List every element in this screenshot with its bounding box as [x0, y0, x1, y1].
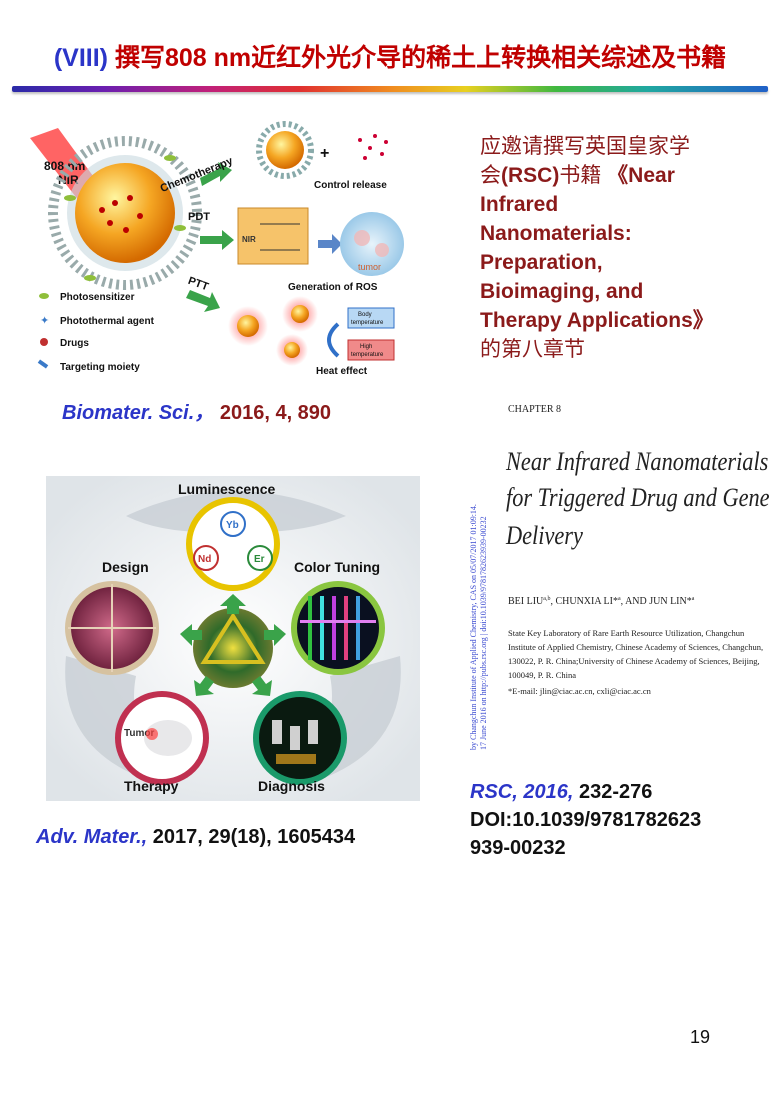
svg-text:Body: Body: [358, 312, 372, 318]
figure-nanoparticle-therapy: 808 nm NIR Chemotherapy + Control releas…: [30, 121, 404, 377]
color-tuning-circle: [291, 581, 385, 675]
legend-drugs: Drugs: [60, 338, 89, 349]
legend-photosensitizer: Photosensitizer: [60, 292, 135, 303]
chapter-page-scan: by Changchun Institute of Applied Chemis…: [462, 378, 772, 758]
svg-text:130022, P. R. China;University: 130022, P. R. China;University of Chines…: [508, 656, 760, 666]
svg-text:tumor: tumor: [358, 262, 381, 272]
label-generation-ros: Generation of ROS: [288, 282, 378, 293]
label-color-tuning: Color Tuning: [294, 559, 380, 575]
citation-adv-mater: Adv. Mater., 2017, 29(18), 1605434: [36, 826, 356, 848]
chapter-authors: BEI LIUa,b, CHUNXIA LI*a, AND JUN LIN*a: [508, 596, 695, 607]
side-note-2: 17 June 2016 on http://pubs.rsc.org | do…: [479, 516, 488, 750]
laser-label-2: NIR: [58, 173, 79, 187]
svg-text:High: High: [360, 344, 372, 350]
svg-text:100049, P. R. China: 100049, P. R. China: [508, 670, 576, 680]
title-prefix: (VIII): [53, 44, 109, 72]
citation-biomater: Biomater. Sci.， 2016, 4, 890: [62, 402, 332, 424]
figure-multifunction-ucnp: Luminescence Yb Nd Er Design Color Tunin…: [46, 476, 420, 801]
legend-targeting: Targeting moiety: [60, 362, 140, 373]
luminescence-circle: [186, 497, 280, 591]
svg-text:Yb: Yb: [226, 520, 239, 531]
polymer-shell: [48, 136, 202, 290]
chapter-title-3: Delivery: [505, 521, 583, 550]
svg-text:Nd: Nd: [198, 554, 211, 565]
label-pdt: PDT: [188, 211, 210, 223]
chapter-title-1: Near Infrared Nanomaterials: [505, 447, 768, 476]
svg-text:Tumor: Tumor: [124, 728, 154, 739]
label-heat-effect: Heat effect: [316, 366, 368, 377]
title-rule: [12, 86, 768, 92]
title-text: 撰写808 nm近红外光介导的稀土上转换相关综述及书籍: [114, 44, 727, 72]
label-design: Design: [102, 559, 149, 575]
page-title: (VIII) 撰写808 nm近红外光介导的稀土上转换相关综述及书籍: [0, 38, 780, 74]
svg-text:State Key Laboratory of Rare E: State Key Laboratory of Rare Earth Resou…: [508, 628, 745, 638]
svg-text:temperature: temperature: [351, 320, 384, 326]
label-diagnosis: Diagnosis: [258, 778, 325, 794]
pdt-diagram: [237, 207, 309, 265]
svg-text:✦: ✦: [40, 315, 49, 327]
side-note-1: by Changchun Institute of Applied Chemis…: [469, 504, 478, 750]
svg-text:Er: Er: [254, 554, 265, 565]
invitation-text: 应邀请撰写英国皇家学 会(RSC)书籍 《Near Infrared Nanom…: [480, 134, 714, 361]
label-therapy: Therapy: [124, 778, 179, 794]
legend-photothermal: Photothermal agent: [60, 316, 155, 327]
center-particle: [193, 608, 273, 688]
tumor-cell: [340, 212, 404, 276]
svg-text:temperature: temperature: [351, 352, 384, 358]
label-control-release: Control release: [314, 180, 387, 191]
svg-text:NIR: NIR: [242, 235, 256, 244]
svg-text:*E-mail: jlin@ciac.ac.cn, cxli: *E-mail: jlin@ciac.ac.cn, cxli@ciac.ac.c…: [508, 686, 652, 696]
chapter-label: CHAPTER 8: [508, 404, 561, 415]
particle-core: [75, 163, 175, 263]
chapter-title-2: for Triggered Drug and Gene: [506, 483, 770, 512]
label-luminescence: Luminescence: [178, 481, 275, 497]
svg-text:+: +: [320, 145, 329, 162]
svg-text:Institute of Applied Chemistry: Institute of Applied Chemistry, Chinese …: [508, 642, 763, 652]
citation-rsc: RSC, 2016, 232-276 DOI:10.1039/978178262…: [470, 781, 702, 859]
page-number: 19: [690, 1027, 711, 1047]
